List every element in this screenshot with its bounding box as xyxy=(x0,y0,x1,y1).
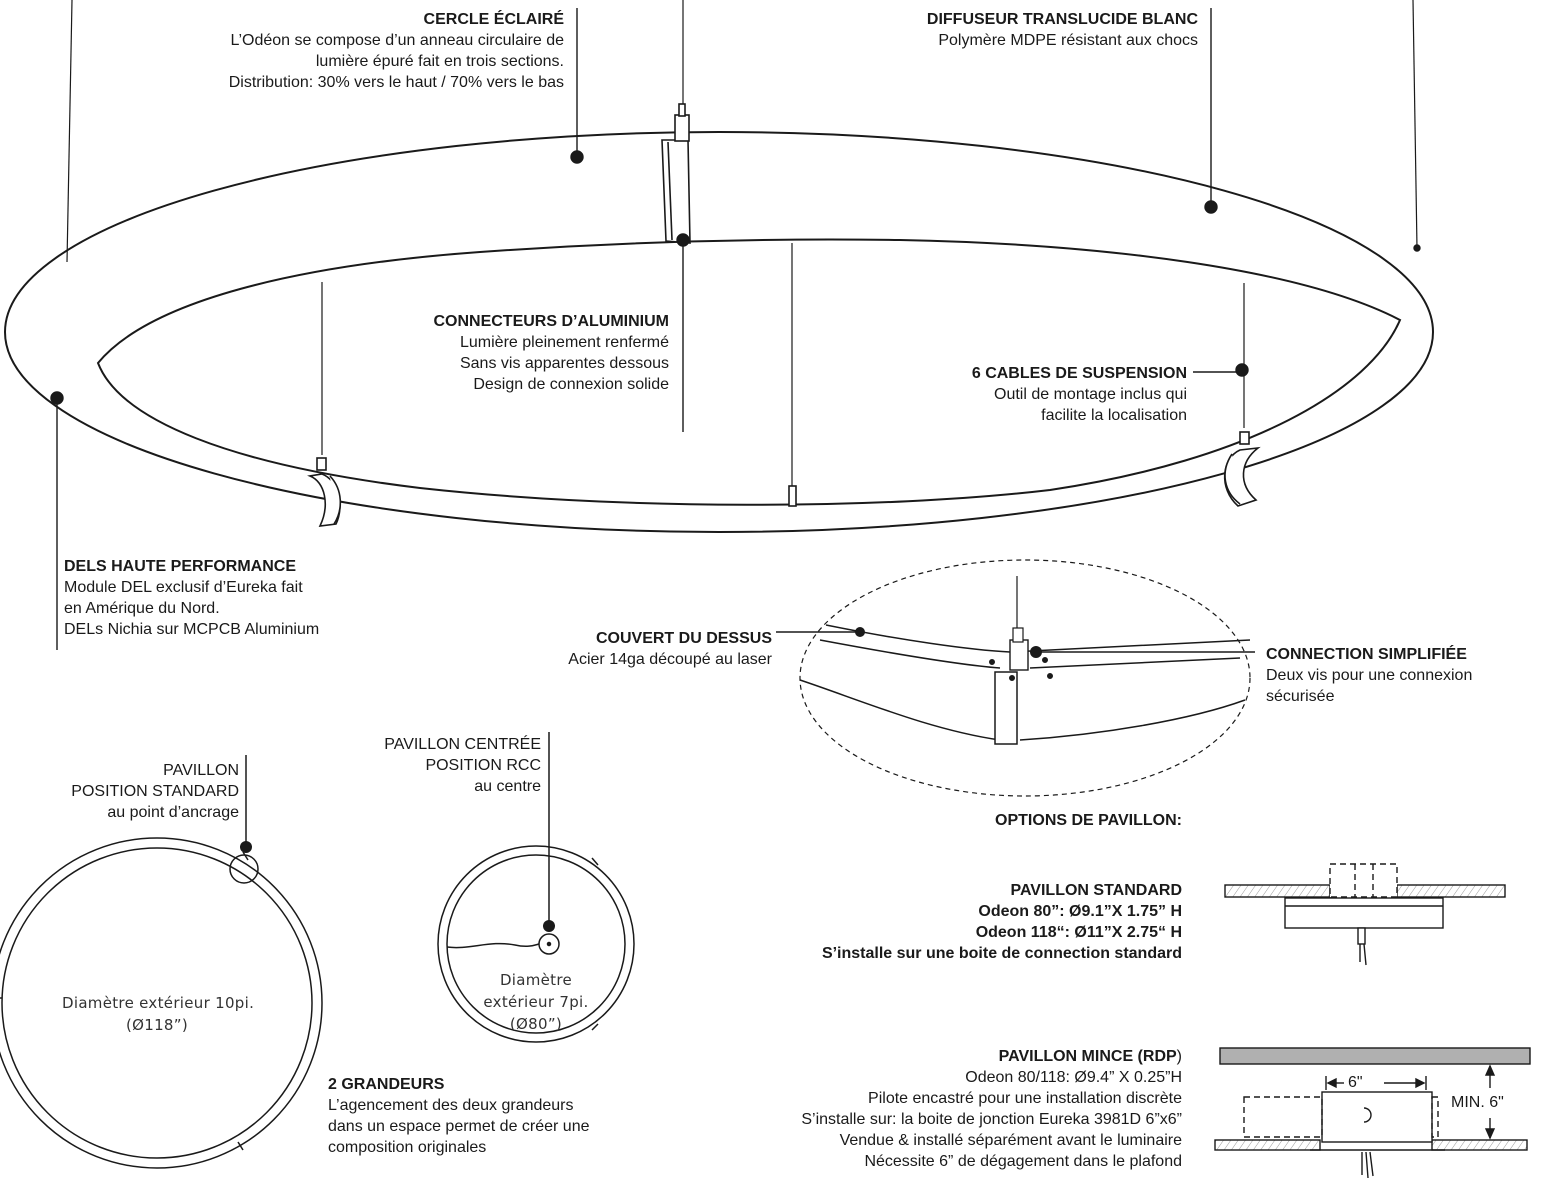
grandeurs-line: dans un espace permet de créer une xyxy=(328,1118,590,1135)
callout-title: CONNECTEURS D’ALUMINIUM xyxy=(433,313,669,330)
suspension-cables xyxy=(66,0,1418,488)
callout-title: CONNECTION SIMPLIFIÉE xyxy=(1266,646,1467,663)
standard-canopy-drawing xyxy=(1224,863,1506,966)
spec-line: Pilote encastré pour une installation di… xyxy=(868,1090,1182,1107)
pavillon-standard-spec: PAVILLON STANDARD Odeon 80”: Ø9.1”X 1.75… xyxy=(822,880,1182,964)
callout-dels: DELS HAUTE PERFORMANCE Module DEL exclus… xyxy=(64,556,319,640)
leader-lines xyxy=(50,8,1421,650)
large-ring-diameter-label: Diamètre extérieur 10pi. (Ø118”) xyxy=(62,992,255,1036)
spec-line: Odeon 80”: Ø9.1”X 1.75” H xyxy=(978,903,1182,920)
small-ring-plan xyxy=(437,732,635,1043)
callout-line: facilite la localisation xyxy=(1041,407,1187,424)
spec-line: Nécessite 6” de dégagement dans le plafo… xyxy=(864,1153,1182,1170)
callout-line: Sans vis apparentes dessous xyxy=(459,355,669,372)
callout-diffuseur: DIFFUSEUR TRANSLUCIDE BLANC Polymère MDP… xyxy=(927,9,1198,51)
callout-dot xyxy=(50,391,64,405)
callout-couvert: COUVERT DU DESSUS Acier 14ga découpé au … xyxy=(568,628,772,670)
callout-title: COUVERT DU DESSUS xyxy=(595,630,772,647)
label-line: au centre xyxy=(474,778,541,795)
grandeurs-line: L’agencement des deux grandeurs xyxy=(328,1097,574,1114)
callout-dot xyxy=(240,841,252,853)
callout-line: L’Odéon se compose d’un anneau circulair… xyxy=(230,32,564,49)
pavillon-centree-label: PAVILLON CENTRÉE POSITION RCC au centre xyxy=(384,734,541,797)
callout-dot xyxy=(1204,200,1218,214)
grandeurs-line: composition originales xyxy=(328,1139,487,1156)
callout-line: Outil de montage inclus qui xyxy=(994,386,1187,403)
spec-line: Vendue & installé séparément avant le lu… xyxy=(839,1132,1182,1149)
spec-title: PAVILLON MINCE (RDP xyxy=(998,1048,1177,1065)
callout-title: 6 CABLES DE SUSPENSION xyxy=(971,365,1187,382)
spec-line: S’installe sur une boite de connection s… xyxy=(821,945,1182,962)
callout-connecteurs: CONNECTEURS D’ALUMINIUM Lumière pleineme… xyxy=(433,311,669,395)
label-line: (Ø118”) xyxy=(125,1016,188,1034)
main-ring xyxy=(4,131,1434,533)
spec-line: Odeon 80/118: Ø9.4” X 0.25”H xyxy=(965,1069,1182,1086)
callout-line: DELs Nichia sur MCPCB Aluminium xyxy=(64,621,320,638)
label-line: PAVILLON CENTRÉE xyxy=(384,736,541,753)
callout-title: DELS HAUTE PERFORMANCE xyxy=(64,558,297,575)
callout-dot xyxy=(1235,363,1249,377)
callout-dot xyxy=(855,627,865,637)
callout-dot xyxy=(543,920,555,932)
callout-dot xyxy=(1030,646,1042,658)
callout-cercle: CERCLE ÉCLAIRÉ L’Odéon se compose d’un a… xyxy=(229,9,564,93)
label-line: au point d’ancrage xyxy=(107,804,239,821)
callout-line: Deux vis pour une connexion xyxy=(1266,667,1473,684)
connection-detail xyxy=(776,559,1255,797)
spec-title-close: ) xyxy=(1176,1048,1182,1065)
callout-line: Module DEL exclusif d’Eureka fait xyxy=(64,579,303,596)
callout-line: en Amérique du Nord. xyxy=(64,600,220,617)
callout-title: DIFFUSEUR TRANSLUCIDE BLANC xyxy=(926,11,1198,28)
pavillon-standard-position-label: PAVILLON POSITION STANDARD au point d’an… xyxy=(71,760,239,823)
label-line: Diamètre xyxy=(499,971,573,989)
options-heading: OPTIONS DE PAVILLON: xyxy=(995,812,1182,829)
label-line: (Ø80”) xyxy=(509,1015,563,1033)
dimension-height-label: MIN. 6" xyxy=(1451,1094,1504,1111)
callout-connection: CONNECTION SIMPLIFIÉE Deux vis pour une … xyxy=(1266,644,1472,707)
callout-line: Acier 14ga découpé au laser xyxy=(568,651,772,668)
slim-canopy-drawing xyxy=(1214,1047,1531,1179)
label-line: POSITION STANDARD xyxy=(71,783,239,800)
small-ring-diameter-label: Diamètre extérieur 7pi. (Ø80”) xyxy=(476,969,596,1035)
callout-dot xyxy=(676,233,690,247)
callout-line: sécurisée xyxy=(1266,688,1335,705)
callout-dot xyxy=(570,150,584,164)
label-line: extérieur 7pi. xyxy=(483,993,589,1011)
callout-cables: 6 CABLES DE SUSPENSION Outil de montage … xyxy=(972,363,1187,426)
label-line: POSITION RCC xyxy=(425,757,541,774)
pavillon-mince-spec: PAVILLON MINCE (RDP) Odeon 80/118: Ø9.4”… xyxy=(801,1046,1182,1172)
grandeurs-block: 2 GRANDEURS L’agencement des deux grande… xyxy=(328,1074,590,1158)
callout-line: Polymère MDPE résistant aux chocs xyxy=(938,32,1198,49)
callout-line: Distribution: 30% vers le haut / 70% ver… xyxy=(228,74,564,91)
spec-line: Odeon 118“: Ø11”X 2.75“ H xyxy=(975,924,1182,941)
label-line: Diamètre extérieur 10pi. xyxy=(62,994,255,1012)
large-ring-plan xyxy=(0,755,323,1169)
spec-line: S’installe sur: la boite de jonction Eur… xyxy=(801,1111,1182,1128)
callout-line: Lumière pleinement renfermé xyxy=(460,334,669,351)
label-line: PAVILLON xyxy=(163,762,239,779)
aluminium-connectors xyxy=(307,103,1261,527)
callout-title: CERCLE ÉCLAIRÉ xyxy=(423,11,564,28)
spec-title: PAVILLON STANDARD xyxy=(1010,882,1182,899)
callout-line: lumière épuré fait en trois sections. xyxy=(315,53,564,70)
grandeurs-title: 2 GRANDEURS xyxy=(328,1076,445,1093)
dimension-width-label: 6" xyxy=(1348,1074,1363,1091)
callout-line: Design de connexion solide xyxy=(473,376,669,393)
